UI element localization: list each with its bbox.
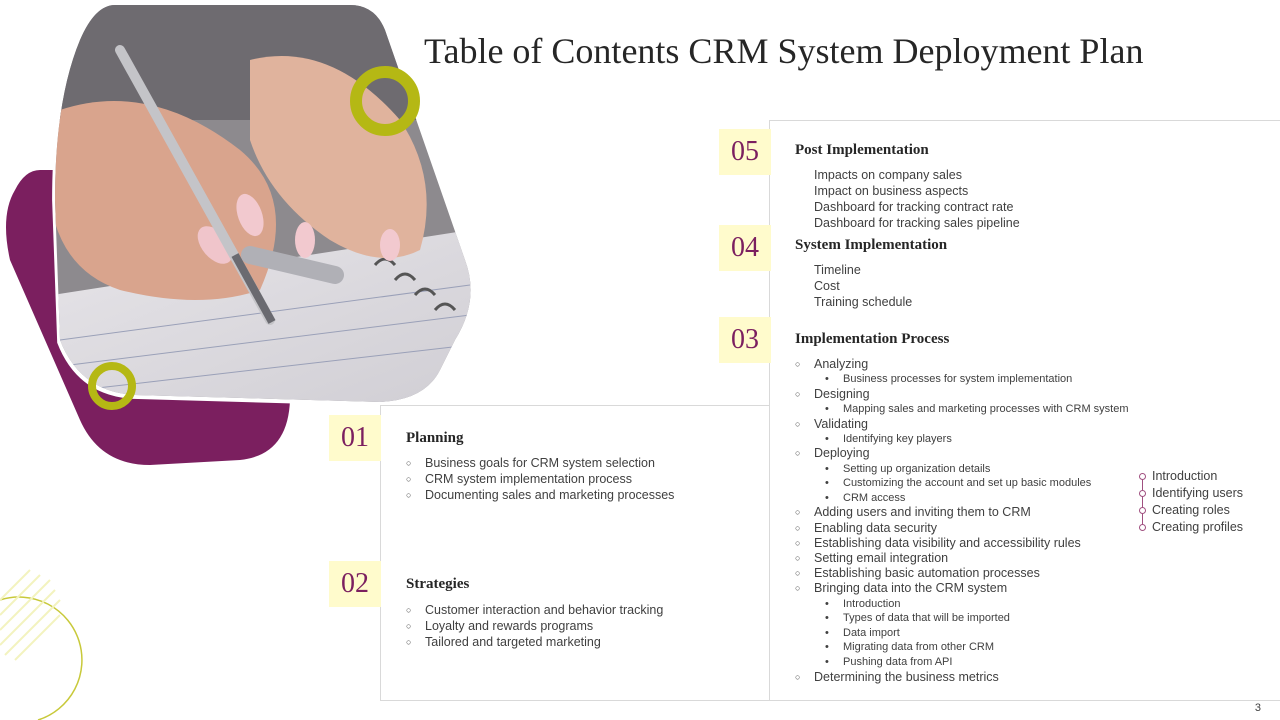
process-step: Deploying	[795, 446, 1129, 461]
process-substep: CRM access	[795, 491, 1129, 506]
timeline-item: Introduction	[1138, 468, 1243, 485]
strategies-list: Customer interaction and behavior tracki…	[406, 602, 663, 650]
process-substep: Customizing the account and set up basic…	[795, 476, 1129, 491]
timeline-item-label: Creating roles	[1152, 503, 1230, 517]
decorative-graphic	[0, 1, 477, 720]
list-item: Impact on business aspects	[814, 184, 969, 198]
ring-bottom	[88, 362, 136, 410]
timeline-dot-icon	[1139, 507, 1146, 514]
timeline-item: Identifying users	[1138, 485, 1243, 502]
process-substep: Pushing data from API	[795, 655, 1129, 670]
process-step: Adding users and inviting them to CRM	[795, 505, 1129, 520]
list-item: Business goals for CRM system selection	[406, 455, 674, 471]
process-step: Validating	[795, 417, 1129, 432]
section-heading-system-implementation: System Implementation	[795, 237, 948, 253]
timeline-dot-icon	[1139, 524, 1146, 531]
section-number-03: 03	[719, 317, 771, 363]
process-step: Setting email integration	[795, 551, 1129, 566]
timeline-line	[1142, 476, 1143, 528]
planning-list: Business goals for CRM system selection …	[406, 455, 674, 503]
section-number-01: 01	[329, 415, 381, 461]
timeline-item-label: Creating profiles	[1152, 520, 1244, 534]
section-number-02: 02	[329, 561, 381, 607]
process-step: Designing	[795, 387, 1129, 402]
thin-ring-arc	[0, 596, 83, 720]
list-item: Loyalty and rewards programs	[406, 618, 663, 634]
timeline-item-label: Identifying users	[1152, 486, 1244, 500]
list-item: Customer interaction and behavior tracki…	[406, 602, 663, 618]
process-step: Establishing data visibility and accessi…	[795, 536, 1129, 551]
process-step: Analyzing	[795, 357, 1129, 372]
implementation-process-list: AnalyzingBusiness processes for system i…	[795, 357, 1129, 685]
page-number: 3	[1254, 702, 1261, 714]
list-item: Dashboard for tracking sales pipeline	[814, 216, 1020, 230]
timeline-item: Creating profiles	[1138, 519, 1243, 536]
process-step: Bringing data into the CRM system	[795, 581, 1129, 596]
section-heading-planning: Planning	[406, 430, 464, 446]
section-heading-post-implementation: Post Implementation	[795, 142, 929, 158]
process-substep: Data import	[795, 626, 1129, 641]
process-step: Enabling data security	[795, 521, 1129, 536]
post-implementation-list: Impacts on company sales Impact on busin…	[814, 167, 1020, 231]
process-step: Establishing basic automation processes	[795, 566, 1129, 581]
timeline-dot-icon	[1139, 490, 1146, 497]
section-number-05: 05	[719, 129, 771, 175]
section-heading-strategies: Strategies	[406, 576, 470, 592]
process-substep: Business processes for system implementa…	[795, 372, 1129, 387]
system-implementation-list: Timeline Cost Training schedule	[814, 262, 912, 310]
writing-photo	[55, 5, 471, 402]
list-item: Training schedule	[814, 295, 913, 309]
list-item: CRM system implementation process	[406, 471, 674, 487]
ring-top	[350, 66, 420, 136]
process-substep: Identifying key players	[795, 432, 1129, 447]
hatch-pattern	[0, 569, 61, 661]
process-substep: Types of data that will be imported	[795, 611, 1129, 626]
section-heading-implementation-process: Implementation Process	[795, 331, 950, 347]
list-item: Cost	[814, 279, 840, 293]
page-title: Table of Contents CRM System Deployment …	[424, 31, 1144, 71]
list-item: Tailored and targeted marketing	[406, 634, 663, 650]
process-substep: Migrating data from other CRM	[795, 640, 1129, 655]
process-substep: Setting up organization details	[795, 462, 1129, 477]
user-setup-timeline: Introduction Identifying users Creating …	[1138, 468, 1243, 536]
list-item: Documenting sales and marketing processe…	[406, 487, 674, 503]
section-number-04: 04	[719, 225, 771, 271]
list-item: Timeline	[814, 263, 861, 277]
timeline-dot-icon	[1139, 473, 1146, 480]
list-item: Impacts on company sales	[814, 168, 962, 182]
list-item: Dashboard for tracking contract rate	[814, 200, 1014, 214]
left-panel	[380, 405, 770, 701]
timeline-item-label: Introduction	[1152, 469, 1218, 483]
process-substep: Introduction	[795, 597, 1129, 612]
process-substep: Mapping sales and marketing processes wi…	[795, 402, 1129, 417]
process-step: Determining the business metrics	[795, 670, 1129, 685]
timeline-item: Creating roles	[1138, 502, 1243, 519]
